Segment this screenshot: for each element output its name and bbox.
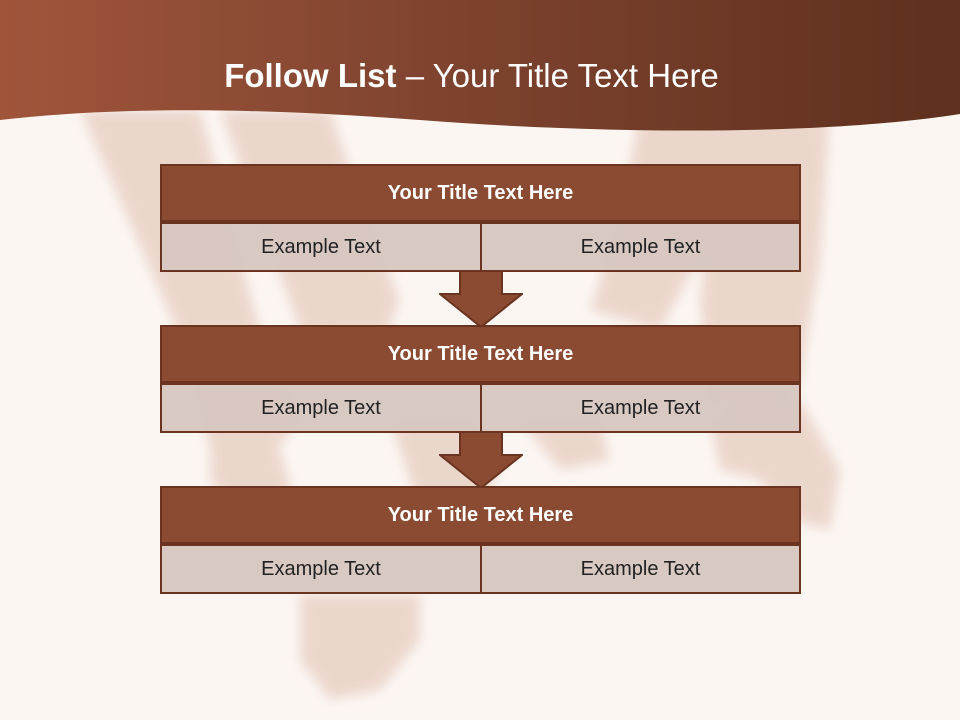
step-left-cell: Example Text <box>160 222 482 272</box>
step-block-1: Your Title Text Here Example Text Exampl… <box>160 164 801 272</box>
step-block-2: Your Title Text Here Example Text Exampl… <box>160 325 801 433</box>
slide-title: Follow List – Your Title Text Here <box>0 52 943 100</box>
step-right-cell: Example Text <box>480 544 801 594</box>
title-rest: – Your Title Text Here <box>396 57 719 94</box>
down-arrow-icon <box>439 431 523 489</box>
step-left-cell: Example Text <box>160 383 482 433</box>
header-banner <box>0 0 960 131</box>
step-left-cell: Example Text <box>160 544 482 594</box>
step-block-3: Your Title Text Here Example Text Exampl… <box>160 486 801 594</box>
step-title: Your Title Text Here <box>160 164 801 222</box>
step-title: Your Title Text Here <box>160 486 801 544</box>
title-bold: Follow List <box>224 57 397 94</box>
down-arrow-icon <box>439 270 523 328</box>
step-right-cell: Example Text <box>480 222 801 272</box>
step-title: Your Title Text Here <box>160 325 801 383</box>
step-right-cell: Example Text <box>480 383 801 433</box>
